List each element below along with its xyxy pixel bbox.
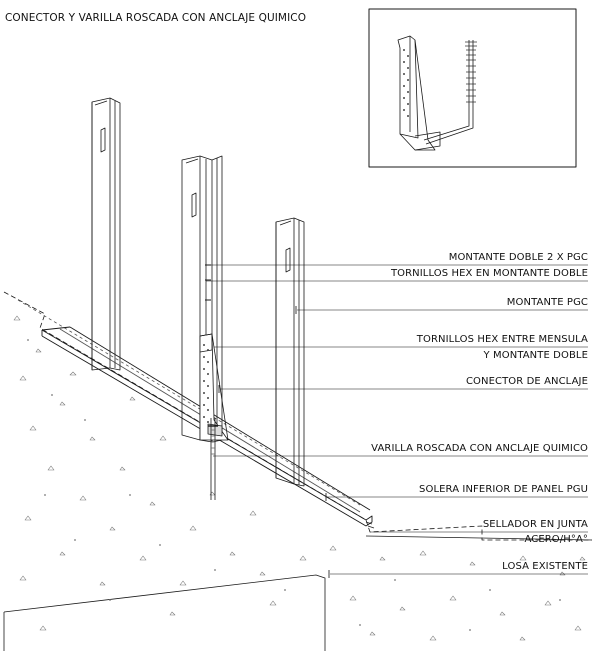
callout-sellador: SELLADOR EN JUNTA (482, 519, 588, 530)
drawing-title: CONECTOR Y VARILLA ROSCADA CON ANCLAJE Q… (5, 12, 307, 24)
callout-montante-pgc: MONTANTE PGC (506, 297, 588, 308)
callout-tornillos-mensula: TORNILLOS HEX ENTRE MENSULA (416, 334, 588, 345)
callout-solera-inferior: SOLERA INFERIOR DE PANEL PGU (419, 484, 588, 495)
losa-slab (3, 291, 593, 651)
montante-1 (91, 97, 121, 371)
callout-montante-doble: MONTANTE DOBLE 2 X PGC (448, 252, 588, 263)
callout-tornillos-montante-doble: TORNILLOS HEX EN MONTANTE DOBLE (390, 268, 588, 279)
conector-anclaje (199, 333, 229, 441)
callout-losa-existente: LOSA EXISTENTE (502, 561, 588, 572)
leader-lines (206, 264, 588, 575)
callout-conector-anclaje: CONECTOR DE ANCLAJE (465, 376, 588, 387)
varilla-roscada (208, 418, 218, 500)
callout-sellador-line2: ACERO/H°A° (524, 534, 588, 545)
callout-varilla-roscada: VARILLA ROSCADA CON ANCLAJE QUIMICO (371, 443, 588, 454)
montante-3 (275, 217, 305, 487)
inset-detail (368, 8, 577, 168)
callout-tornillos-mensula-line2: Y MONTANTE DOBLE (483, 350, 588, 361)
